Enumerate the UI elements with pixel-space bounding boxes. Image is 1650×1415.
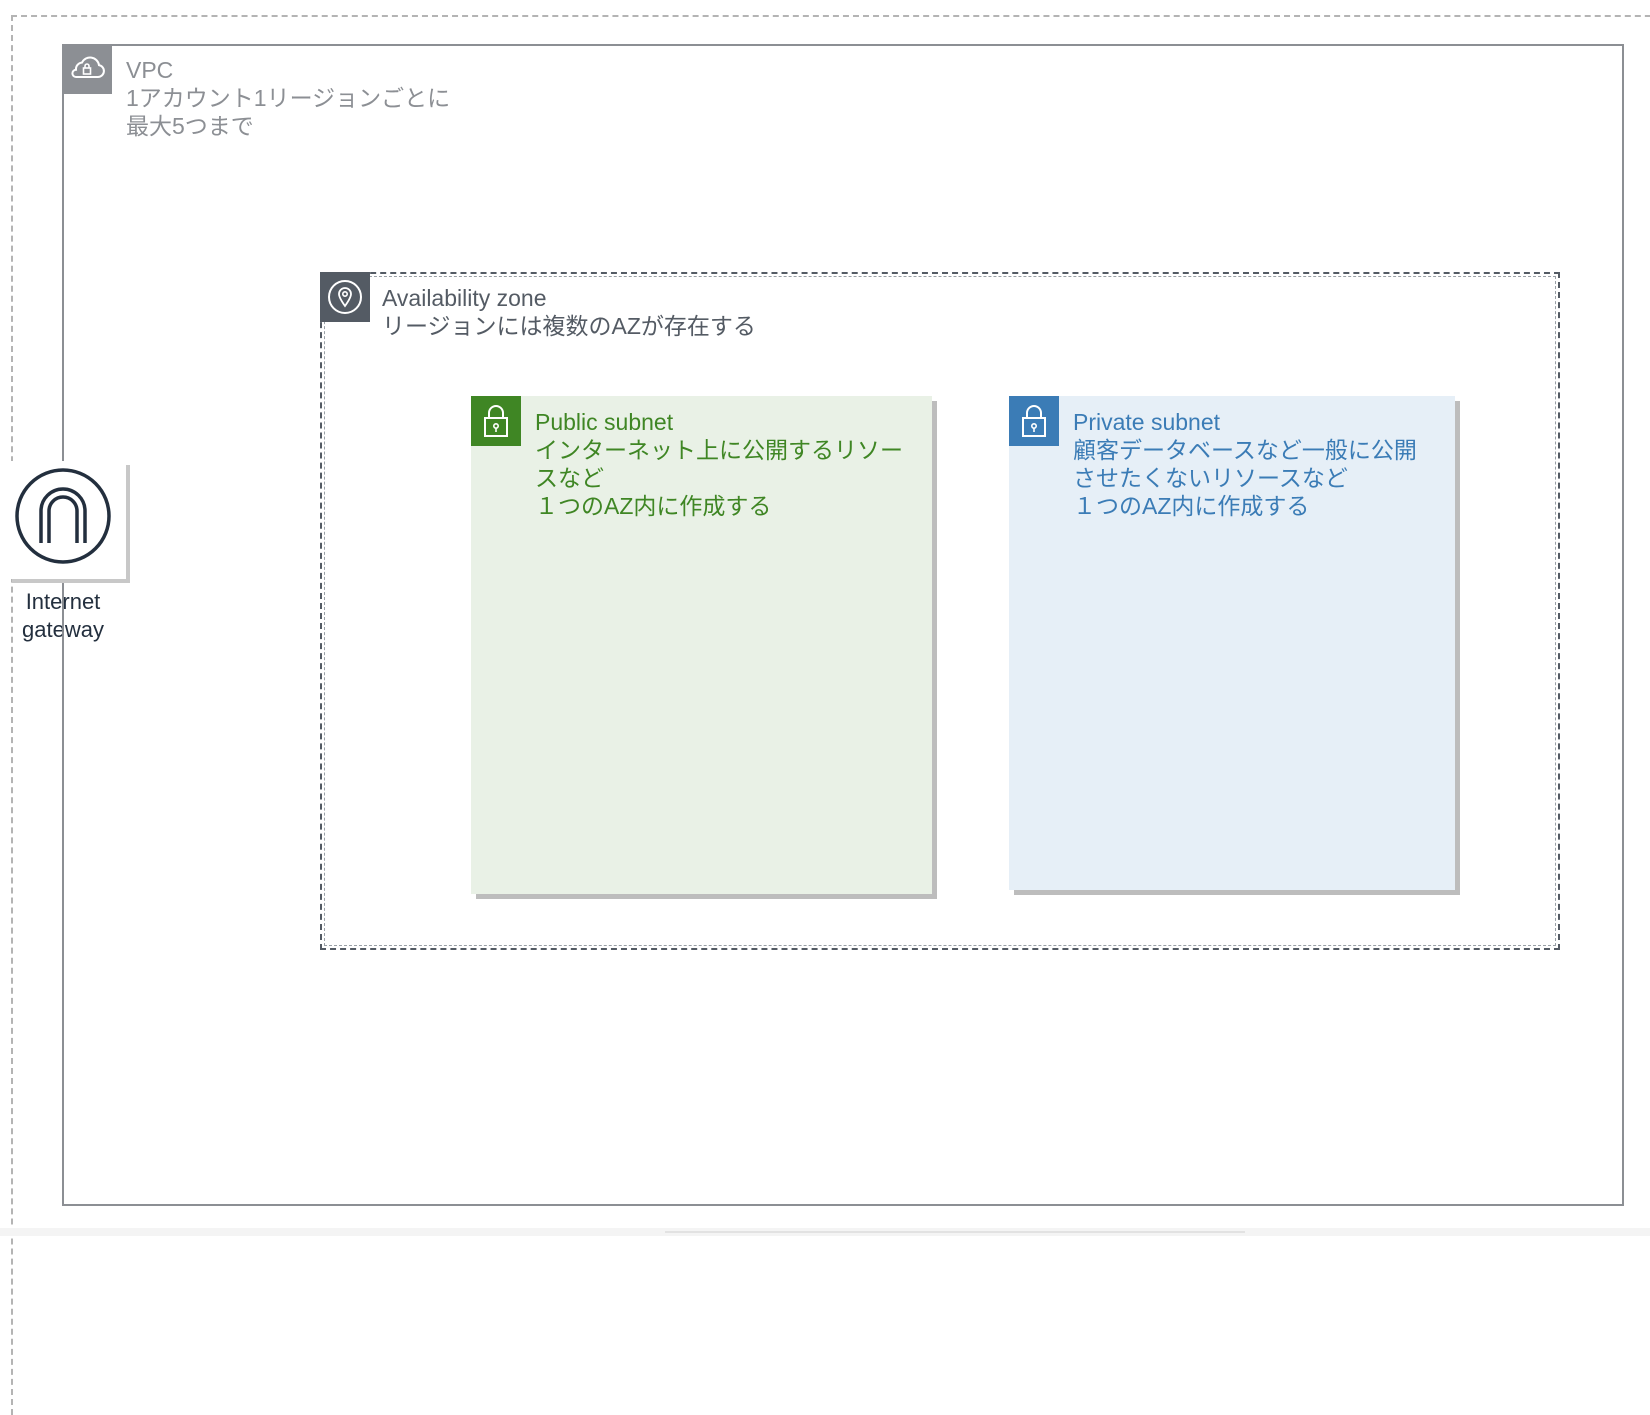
private-subnet-line-2: させたくないリソースなど bbox=[1073, 465, 1348, 491]
region-group-border bbox=[11, 15, 1650, 1415]
public-subnet-label: Public subnet インターネット上に公開するリソー スなど １つのAZ… bbox=[535, 408, 903, 520]
diagram-canvas: VPC 1アカウント1リージョンごとに 最大5つまで Availability … bbox=[0, 15, 1650, 1415]
availability-zone-label: Availability zone リージョンには複数のAZが存在する bbox=[382, 284, 756, 340]
availability-zone-group[interactable] bbox=[320, 272, 1560, 950]
private-subnet-label: Private subnet 顧客データベースなど一般に公開 させたくないリソー… bbox=[1073, 408, 1417, 520]
padlock-icon bbox=[471, 396, 521, 446]
vpc-label: VPC 1アカウント1リージョンごとに 最大5つまで bbox=[126, 56, 450, 140]
availability-zone-description: リージョンには複数のAZが存在する bbox=[382, 313, 756, 339]
public-subnet-title: Public subnet bbox=[535, 409, 674, 435]
availability-zone-inner-border bbox=[324, 276, 1556, 946]
vpc-description-line-2: 最大5つまで bbox=[126, 113, 254, 139]
public-subnet-group[interactable]: Public subnet インターネット上に公開するリソー スなど １つのAZ… bbox=[471, 396, 932, 894]
vpc-title: VPC bbox=[126, 57, 174, 83]
public-subnet-line-1: インターネット上に公開するリソー bbox=[535, 437, 903, 463]
private-subnet-line-1: 顧客データベースなど一般に公開 bbox=[1073, 437, 1417, 463]
canvas-bottom-strip bbox=[0, 1228, 1650, 1236]
horizontal-scrollbar[interactable] bbox=[665, 1231, 1245, 1233]
private-subnet-title: Private subnet bbox=[1073, 409, 1221, 435]
vpc-description-line-1: 1アカウント1リージョンごとに bbox=[126, 85, 451, 111]
location-pin-icon bbox=[320, 272, 370, 322]
private-subnet-group[interactable]: Private subnet 顧客データベースなど一般に公開 させたくないリソー… bbox=[1009, 396, 1455, 890]
vpc-border-segment bbox=[62, 588, 64, 644]
public-subnet-line-3: １つのAZ内に作成する bbox=[535, 493, 772, 519]
cloud-lock-icon bbox=[62, 44, 112, 94]
private-subnet-line-3: １つのAZ内に作成する bbox=[1073, 493, 1310, 519]
padlock-icon bbox=[1009, 396, 1059, 446]
availability-zone-title: Availability zone bbox=[382, 285, 547, 311]
public-subnet-line-2: スなど bbox=[535, 465, 604, 491]
internet-gateway-icon bbox=[14, 467, 112, 565]
